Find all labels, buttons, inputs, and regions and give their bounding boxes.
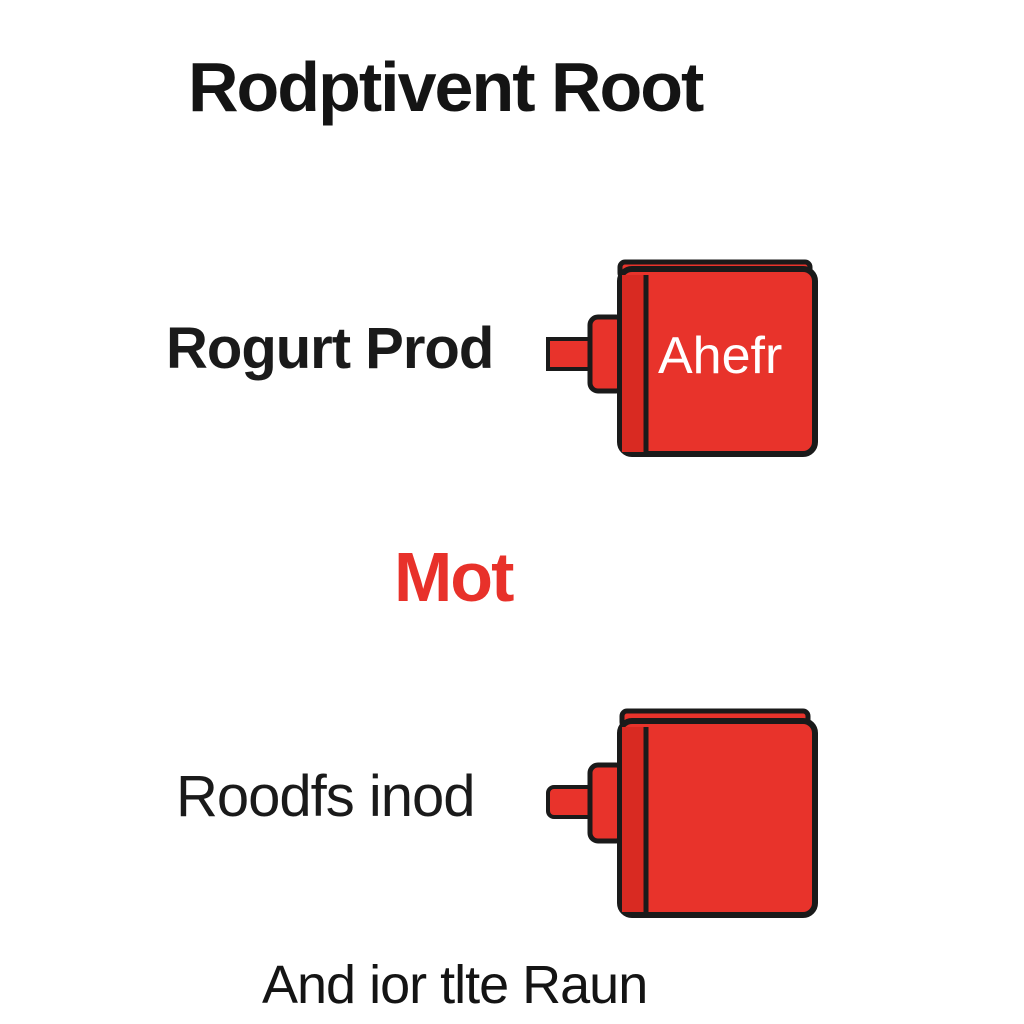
- row1-box-text: Ahefr: [658, 327, 782, 385]
- row2-box-side-panel: [622, 727, 646, 912]
- middle-label: Mot: [394, 538, 514, 616]
- diagram-title: Rodptivent Root: [188, 48, 704, 126]
- row2-connector-box: [546, 708, 818, 918]
- row2-connector-pin: [546, 785, 596, 819]
- row1-label: Rogurt Prod: [166, 316, 494, 381]
- row1-box: [617, 266, 818, 457]
- row2-box: [617, 718, 818, 918]
- row1-box-side-panel: [622, 275, 646, 452]
- row2-label: Roodfs inod: [176, 764, 476, 829]
- row1-connector-pin: [546, 337, 596, 371]
- diagram-footer: And ior tlte Raun: [262, 955, 648, 1015]
- row1-connector-box: Ahefr: [546, 259, 818, 457]
